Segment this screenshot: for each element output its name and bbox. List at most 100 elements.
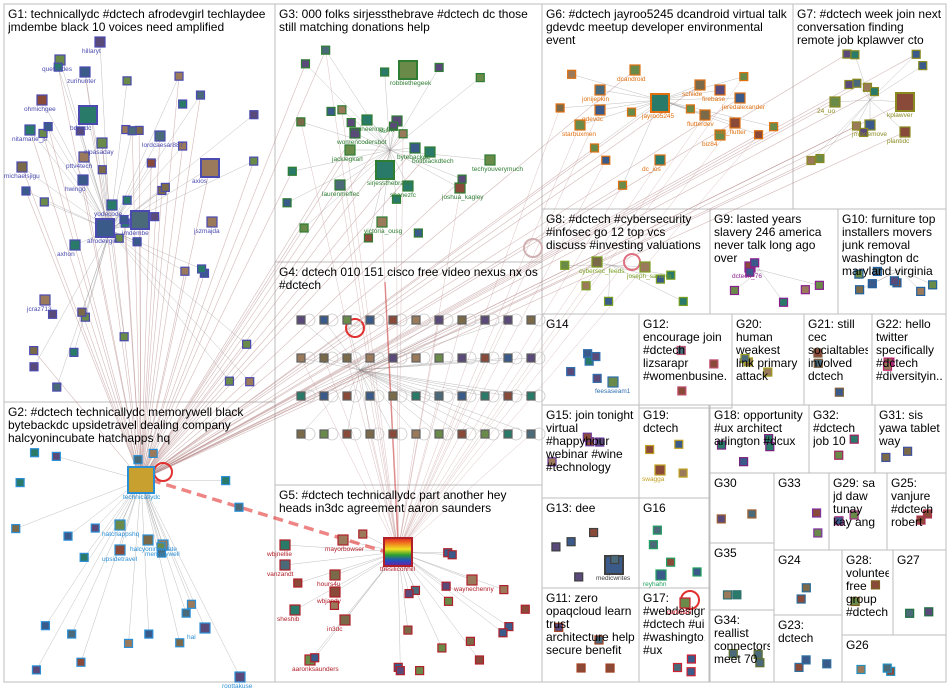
node[interactable] <box>343 430 351 438</box>
node[interactable] <box>435 430 443 438</box>
node-lordcaesar887[interactable] <box>155 131 165 141</box>
node[interactable] <box>584 350 592 358</box>
node-roottakuse[interactable] <box>235 672 245 682</box>
node[interactable] <box>31 449 39 457</box>
node[interactable] <box>405 590 413 598</box>
node[interactable] <box>740 73 748 81</box>
node-engineering_bee[interactable] <box>362 115 372 125</box>
node[interactable] <box>679 297 687 305</box>
node[interactable] <box>857 665 865 673</box>
node[interactable] <box>678 387 686 395</box>
node-robbiethegeek[interactable] <box>399 61 417 79</box>
node-plantidc[interactable] <box>900 127 910 137</box>
node[interactable] <box>797 595 805 603</box>
node[interactable] <box>814 529 822 537</box>
node[interactable] <box>686 105 694 113</box>
node[interactable] <box>343 392 351 400</box>
node[interactable] <box>807 156 815 164</box>
node[interactable] <box>448 551 456 559</box>
node[interactable] <box>151 213 159 221</box>
node[interactable] <box>917 287 925 295</box>
node[interactable] <box>381 68 389 76</box>
node[interactable] <box>246 378 254 386</box>
node[interactable] <box>780 298 788 306</box>
node[interactable] <box>582 282 590 290</box>
node[interactable] <box>679 469 687 477</box>
node[interactable] <box>801 286 809 294</box>
node[interactable] <box>30 363 38 371</box>
node[interactable] <box>250 111 258 119</box>
node[interactable] <box>181 267 189 275</box>
node[interactable] <box>606 664 614 672</box>
node[interactable] <box>412 354 420 362</box>
node-cybersec_feeds[interactable] <box>592 257 602 267</box>
node-jayroo5245[interactable] <box>651 94 669 112</box>
node[interactable] <box>366 392 374 400</box>
node[interactable] <box>91 524 99 532</box>
node[interactable] <box>435 354 443 362</box>
node[interactable] <box>366 316 374 324</box>
node[interactable] <box>500 586 508 594</box>
node[interactable] <box>628 108 636 116</box>
node[interactable] <box>250 157 258 165</box>
node[interactable] <box>593 374 601 382</box>
node[interactable] <box>364 234 372 242</box>
node[interactable] <box>602 156 610 164</box>
node-hours4u[interactable] <box>330 570 340 580</box>
node-laurenmeffec[interactable] <box>335 180 345 190</box>
node[interactable] <box>359 530 367 538</box>
node-bot_flutter[interactable] <box>730 118 740 128</box>
node[interactable] <box>197 91 205 99</box>
node-thesiliconhill-avatar[interactable] <box>384 538 412 566</box>
node-jmdembe[interactable] <box>131 211 149 229</box>
node-in3dc[interactable] <box>340 615 350 625</box>
node[interactable] <box>78 308 86 316</box>
node[interactable] <box>906 609 914 617</box>
node-dcandroid[interactable] <box>630 65 640 75</box>
node[interactable] <box>476 74 484 82</box>
node[interactable] <box>816 155 824 163</box>
node[interactable] <box>389 392 397 400</box>
node[interactable] <box>149 449 157 457</box>
node[interactable] <box>458 392 466 400</box>
node-jeredalexander[interactable] <box>735 93 745 103</box>
node[interactable] <box>693 568 701 576</box>
node[interactable] <box>52 452 60 460</box>
node[interactable] <box>835 388 843 396</box>
node-joseph_santoro[interactable] <box>640 262 650 272</box>
node[interactable] <box>320 316 328 324</box>
node[interactable] <box>646 446 654 454</box>
node-hwingo[interactable] <box>78 175 88 185</box>
node[interactable] <box>399 130 407 138</box>
node-bytebackdc[interactable] <box>410 143 420 153</box>
node-waynechenny[interactable] <box>467 575 477 585</box>
node[interactable] <box>161 183 169 191</box>
node[interactable] <box>283 199 291 207</box>
node[interactable] <box>740 458 748 466</box>
node[interactable] <box>147 159 155 167</box>
node[interactable] <box>294 579 302 587</box>
node[interactable] <box>883 664 891 672</box>
node-wbjnellie[interactable] <box>280 540 290 550</box>
node[interactable] <box>389 316 397 324</box>
node-axios[interactable] <box>201 159 219 177</box>
node-ohmichgee[interactable] <box>37 95 47 105</box>
node[interactable] <box>667 558 675 566</box>
node[interactable] <box>527 392 535 400</box>
node[interactable] <box>504 316 512 324</box>
node[interactable] <box>481 392 489 400</box>
node-axhon[interactable] <box>70 240 80 250</box>
node[interactable] <box>815 281 823 289</box>
node-wbjandy[interactable] <box>330 587 340 597</box>
node[interactable] <box>77 658 85 666</box>
node[interactable] <box>561 261 569 269</box>
node[interactable] <box>856 286 864 294</box>
node[interactable] <box>499 629 507 637</box>
node-joshua_kagley[interactable] <box>455 183 465 193</box>
node[interactable] <box>44 123 52 131</box>
node[interactable] <box>466 637 474 645</box>
node[interactable] <box>845 81 853 89</box>
node[interactable] <box>297 430 305 438</box>
node[interactable] <box>527 430 535 438</box>
node[interactable] <box>870 88 878 96</box>
